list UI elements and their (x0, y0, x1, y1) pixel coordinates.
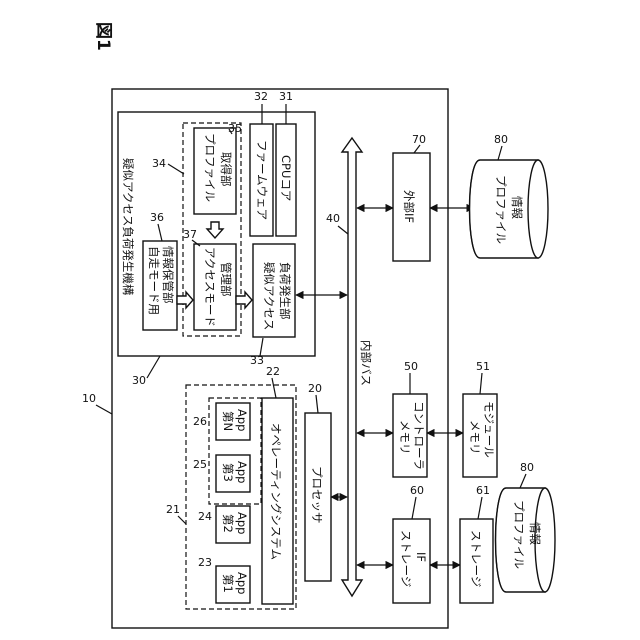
ref-37: 37 (183, 228, 197, 241)
app-1-line2: App (235, 572, 249, 594)
profile-info-bottom-line2: 情報 (528, 522, 542, 545)
profile-info-top-line1: プロファイル (494, 175, 508, 244)
load-gen-line2: 負荷発生部 (278, 262, 292, 320)
ref-20: 20 (308, 382, 322, 395)
storage-if-line1: ストレージ (399, 530, 413, 587)
app-n-line1: 第N (221, 411, 235, 431)
ref-25: 25 (193, 458, 207, 471)
ref-24: 24 (198, 510, 212, 523)
ref-80-bottom: 80 (520, 461, 534, 474)
ref-60: 60 (410, 484, 424, 497)
processor-label: プロセッサ (310, 466, 324, 524)
ref-80-top: 80 (494, 133, 508, 146)
ref-23: 23 (198, 556, 212, 569)
figure-label: 図1 (93, 22, 113, 51)
app-3-line2: App (235, 461, 249, 483)
ref-21: 21 (166, 503, 180, 516)
ref-30: 30 (132, 374, 146, 387)
access-mode-line1: アクセスモード (203, 247, 217, 327)
memctrl-line1: メモリ (398, 420, 412, 455)
profile-acq-line1: プロファイル (203, 133, 217, 202)
ref-34: 34 (152, 157, 166, 170)
os-label: オペレーティングシステム (269, 423, 283, 560)
app-1-line1: 第1 (221, 574, 235, 593)
memmod-line1: メモリ (468, 420, 482, 455)
ref-26: 26 (193, 415, 207, 428)
ref-10: 10 (82, 392, 96, 405)
ref-40: 40 (326, 212, 340, 225)
app-3-line1: 第3 (221, 463, 235, 482)
ref-33: 33 (250, 354, 264, 367)
app-2-line1: 第2 (221, 514, 235, 533)
self-mode-line1: 自走モード用 (147, 246, 161, 315)
profile-info-bottom-line1: プロファイル (512, 500, 526, 569)
self-mode-line2: 情報保管部 (161, 246, 175, 304)
ref-61: 61 (476, 484, 490, 497)
ref-51: 51 (476, 360, 490, 373)
app-2-line2: App (235, 512, 249, 534)
ref-22: 22 (266, 365, 280, 378)
internal-bus-label: 内部バス (359, 340, 373, 386)
load-gen-line1: 疑似アクセス (262, 262, 276, 330)
pseudo-load-mechanism-title: 疑似アクセス負荷発生機構 (121, 158, 135, 296)
storage-label: ストレージ (469, 530, 483, 587)
app-n-line2: App (235, 409, 249, 431)
profile-info-top-line2: 情報 (510, 196, 524, 219)
ref-31: 31 (279, 90, 293, 103)
ref-36: 36 (150, 211, 164, 224)
storage-if-line2: IF (414, 552, 428, 562)
ref-35: 35 (228, 122, 242, 135)
memmod-line2: モジュール (482, 401, 496, 458)
external-if-label: 外部IF (402, 190, 416, 223)
access-mode-line2: 管理部 (219, 262, 233, 297)
profile-acq-line2: 取得部 (219, 152, 233, 187)
ref-50: 50 (404, 360, 418, 373)
firmware-label: ファームウェア (255, 140, 269, 220)
ref-32: 32 (254, 90, 268, 103)
ref-70: 70 (412, 133, 426, 146)
memctrl-line2: コントローラ (412, 401, 426, 470)
cpu-core-label: CPUコア (279, 155, 293, 201)
